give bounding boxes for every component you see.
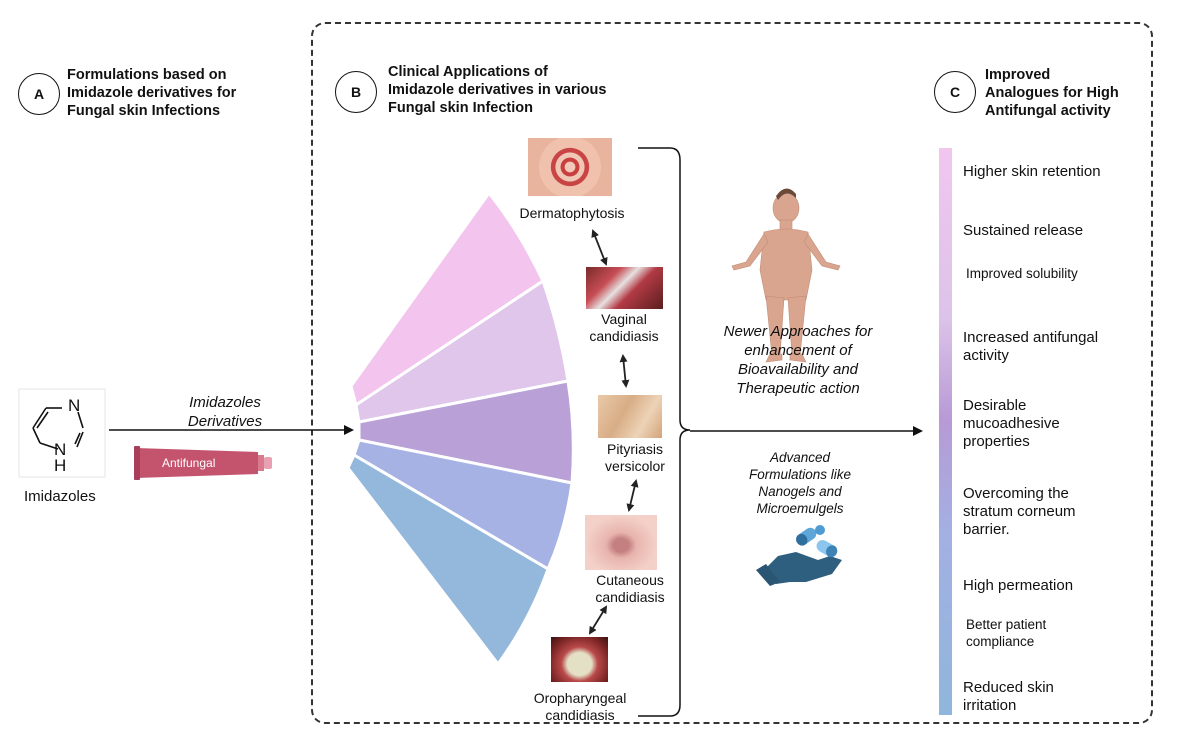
property-6: Overcoming the stratum corneum barrier.: [963, 485, 1076, 538]
section-a-title: Formulations based on Imidazole derivati…: [67, 67, 237, 119]
molecule-label: Imidazoles: [24, 488, 96, 505]
newer-approaches-text: Newer Approaches for enhancement of Bioa…: [723, 323, 873, 397]
dermatophytosis-photo: [528, 138, 612, 196]
property-5: Desirable mucoadhesive properties: [963, 397, 1060, 450]
link-arrow-4: [588, 605, 608, 635]
infection-label-3: Pityriasis versicolor: [605, 441, 665, 474]
arrow-label: Imidazoles Derivatives: [187, 394, 263, 430]
section-c-title: Improved Analogues for High Antifungal a…: [985, 67, 1119, 119]
infection-fan: [346, 190, 575, 667]
badge-b: B: [335, 71, 377, 113]
property-4: Increased antifungal activity: [963, 329, 1099, 364]
link-arrow-3: [626, 479, 639, 512]
hand-with-pills-icon: [756, 525, 842, 586]
property-7: High permeation: [963, 577, 1074, 594]
infection-label-2: Vaginal candidiasis: [589, 311, 659, 344]
human-figure-icon: [731, 192, 841, 363]
section-frame: [311, 22, 1153, 724]
oropharyngeal-candidiasis-photo: [551, 637, 608, 682]
property-8: Better patient compliance: [966, 617, 1047, 649]
infection-bracket: [638, 147, 691, 717]
pityriasis-photo: [598, 395, 662, 438]
fan-wedge-5: [346, 452, 550, 667]
property-9: Reduced skin irritation: [963, 679, 1054, 714]
infection-label-5: Oropharyngeal candidiasis: [533, 690, 627, 723]
imidazole-structure-icon: [32, 407, 84, 450]
badge-c: C: [934, 71, 976, 113]
property-1: Higher skin retention: [963, 163, 1101, 180]
tube-label: Antifungal: [162, 456, 216, 470]
link-arrow-1: [591, 229, 608, 266]
antifungal-tube-icon: [134, 446, 272, 480]
molecule-frame: [18, 388, 106, 478]
cutaneous-candidiasis-photo: [585, 515, 657, 570]
properties-gradient-bar: [939, 148, 952, 715]
infection-label-4: Cutaneous candidiasis: [595, 572, 665, 605]
section-b-title: Clinical Applications of Imidazole deriv…: [388, 64, 607, 116]
atom-n1: N: [68, 396, 81, 415]
link-arrow-2: [619, 354, 630, 388]
advanced-formulations-text: Advanced Formulations like Nanogels and …: [748, 450, 852, 516]
infection-label-1: Dermatophytosis: [519, 205, 625, 221]
vaginal-candidiasis-photo: [586, 267, 663, 309]
hair-icon: [776, 188, 796, 200]
atom-n2: N: [54, 440, 67, 459]
atom-h: H: [54, 456, 67, 475]
property-2: Sustained release: [963, 222, 1084, 239]
badge-a: A: [18, 73, 60, 115]
property-3: Improved solubility: [966, 266, 1078, 281]
